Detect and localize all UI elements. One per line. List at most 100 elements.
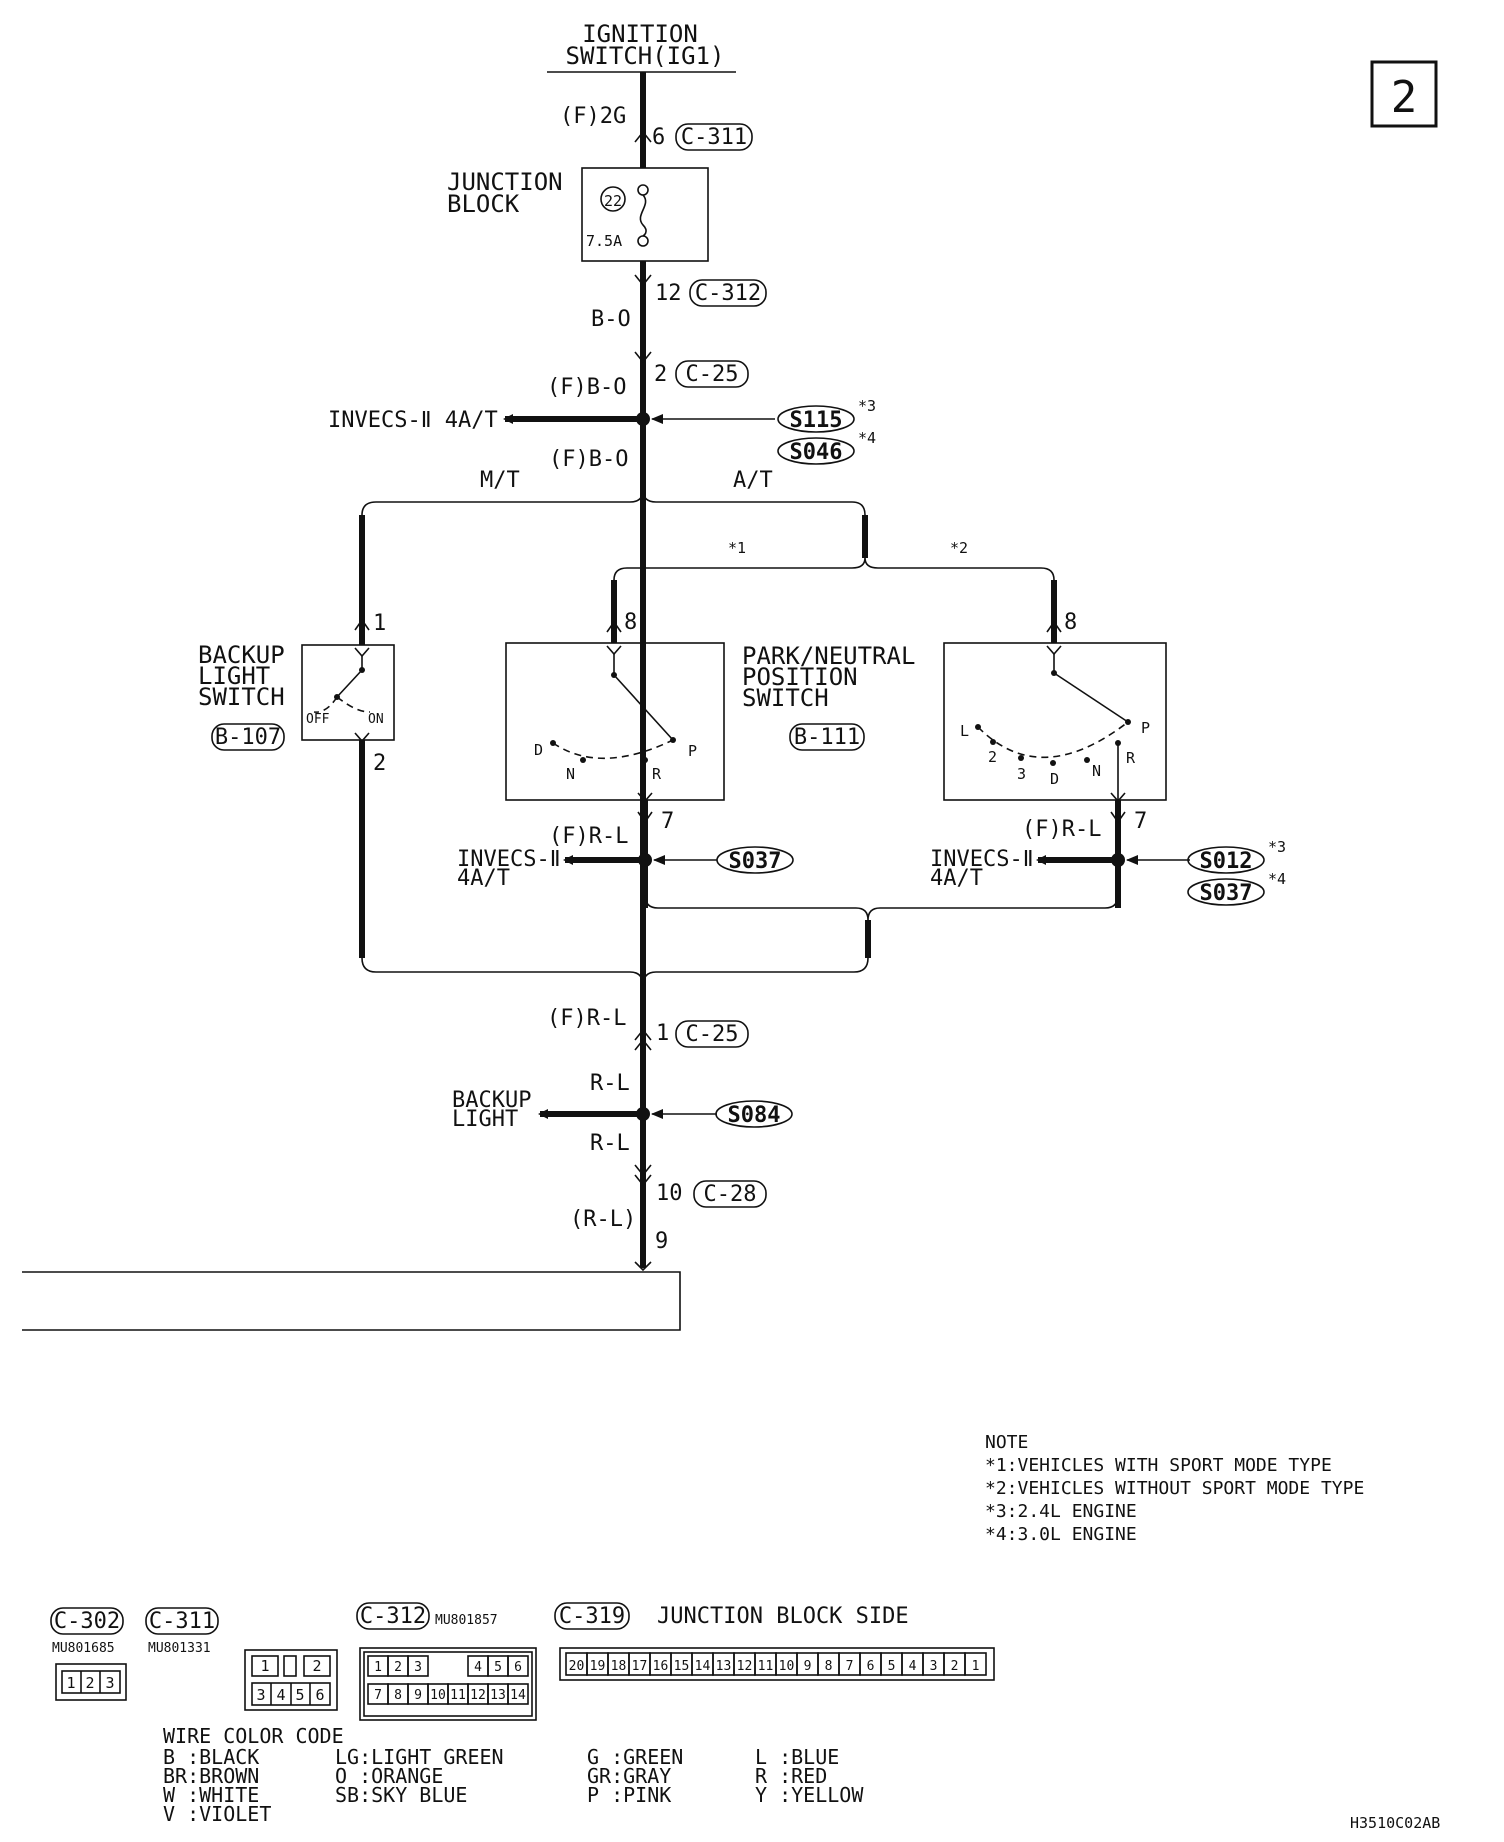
- conn-c312: C-312: [695, 281, 761, 306]
- pin-c28-end: 9: [655, 1229, 668, 1254]
- pos-left-d: D: [534, 741, 543, 759]
- wire-label-bo: B-O: [591, 307, 631, 332]
- c311-pin-5: 5: [295, 1686, 304, 1704]
- pin-pn-left-out: 7: [661, 809, 674, 834]
- splice-s037-left: S037: [729, 849, 782, 874]
- note-1: *1:VEHICLES WITH SPORT MODE TYPE: [985, 1455, 1332, 1476]
- wire-color-entry: B :BLACK: [163, 1745, 259, 1769]
- wire-label-frl-bottom: (F)R-L: [547, 1006, 626, 1031]
- c302-part: MU801685: [52, 1641, 115, 1656]
- pin-pn-left-in: 8: [624, 610, 637, 635]
- c312-top-pin: 4: [474, 1660, 482, 1675]
- c319-pin: 6: [867, 1659, 875, 1674]
- backup-light-label-1: BACKUP: [452, 1088, 531, 1113]
- wire-color-entry: Y :YELLOW: [755, 1783, 864, 1807]
- c319-pin: 2: [951, 1659, 959, 1674]
- c312-bot-cell: [507, 1683, 529, 1705]
- switch-on-label: ON: [368, 712, 384, 727]
- c319-pin: 16: [653, 1659, 669, 1674]
- wire-label-pn-left: (F)R-L: [549, 824, 628, 849]
- conn-b107: B-107: [215, 725, 281, 750]
- pos-right-2: 2: [988, 748, 997, 766]
- wire-color-entry: O :ORANGE: [335, 1764, 443, 1788]
- splice-s084: S084: [728, 1103, 781, 1128]
- splice-s115-note: *3: [858, 397, 876, 415]
- splice-s012-note: *3: [1268, 838, 1286, 856]
- pos-right-d: D: [1050, 770, 1059, 788]
- c319-pin: 18: [611, 1659, 627, 1674]
- pos-right-p: P: [1141, 719, 1150, 737]
- splice-s037-right: S037: [1200, 881, 1253, 906]
- c319-pin: 14: [695, 1659, 711, 1674]
- page-number-box: 2: [1370, 60, 1438, 128]
- pos-right-3: 3: [1017, 765, 1026, 783]
- invecs-left-1: INVECS-Ⅱ: [457, 847, 561, 872]
- pn-switch-label-3: SWITCH: [742, 684, 829, 712]
- c319-pin: 7: [846, 1659, 854, 1674]
- pn-switch-left-box: [505, 642, 725, 801]
- c312-bot-pin: 12: [470, 1688, 486, 1703]
- pos-left-r: R: [652, 765, 662, 783]
- wire-label-rl-above: R-L: [590, 1071, 630, 1096]
- c302-pin-2: 2: [85, 1674, 94, 1692]
- wire-color-entry: L :BLUE: [755, 1745, 839, 1769]
- conn-b111: B-111: [794, 725, 860, 750]
- backup-light-label-2: LIGHT: [452, 1107, 518, 1132]
- c319-pin: 15: [674, 1659, 690, 1674]
- splice-s046: S046: [790, 440, 843, 465]
- c312-bot-pin: 13: [490, 1688, 506, 1703]
- pin-c312: 12: [655, 281, 682, 306]
- conn-c28: C-28: [704, 1182, 757, 1207]
- c311-pin-2: 2: [312, 1657, 321, 1675]
- wire-color-entry: BR:BROWN: [163, 1764, 259, 1788]
- backup-switch-label-3: SWITCH: [198, 683, 285, 711]
- c311-id: C-311: [149, 1609, 215, 1634]
- c312-bot-pin: 10: [430, 1688, 446, 1703]
- pn-switch-right-box: [943, 642, 1167, 801]
- page-number: 2: [1391, 72, 1418, 123]
- c319-pin: 3: [930, 1659, 938, 1674]
- junction-block: JUNCTION BLOCK 22 7.5A: [447, 167, 709, 262]
- splice-s037-right-note: *4: [1268, 870, 1286, 888]
- c312-top-pin: 2: [394, 1660, 402, 1675]
- c312-top-pin: 3: [414, 1660, 422, 1675]
- note-2: *2:VEHICLES WITHOUT SPORT MODE TYPE: [985, 1478, 1364, 1499]
- invecs-top-label: INVECS-Ⅱ 4A/T: [328, 408, 498, 433]
- pos-right-n: N: [1092, 762, 1101, 780]
- notes-title: NOTE: [985, 1432, 1028, 1453]
- invecs-right-1: INVECS-Ⅱ: [930, 847, 1034, 872]
- c312-top-pin: 1: [374, 1660, 382, 1675]
- backup-light-switch: BACKUP LIGHT SWITCH B-107 1 OFF ON 2: [198, 611, 395, 776]
- splice-s046-note: *4: [858, 429, 876, 447]
- conn-c25-bottom: C-25: [686, 1022, 739, 1047]
- c312-bot-pin: 8: [394, 1688, 402, 1703]
- wire-label-2g: (F)2G: [560, 104, 626, 129]
- c311-pin-4: 4: [276, 1686, 285, 1704]
- conn-c311: C-311: [681, 125, 747, 150]
- wire-label-pn-right: (F)R-L: [1022, 817, 1101, 842]
- branch-mt-label: M/T: [480, 468, 520, 493]
- fuse-number: 22: [604, 192, 622, 210]
- notes-block: NOTE *1:VEHICLES WITH SPORT MODE TYPE *2…: [985, 1432, 1364, 1545]
- wire-color-entry: LG:LIGHT GREEN: [335, 1745, 504, 1769]
- c319-pin: 20: [569, 1659, 585, 1674]
- backup-switch-label-2: LIGHT: [198, 662, 270, 690]
- splice-s115: S115: [790, 408, 843, 433]
- invecs-left-2: 4A/T: [457, 866, 510, 891]
- pos-right-r: R: [1126, 749, 1136, 767]
- junction-label-2: BLOCK: [447, 190, 520, 218]
- branch-at-label: A/T: [733, 468, 773, 493]
- wire-color-entry: W :WHITE: [163, 1783, 259, 1807]
- c302-pin-3: 3: [105, 1674, 114, 1692]
- switch-off-label: OFF: [306, 712, 330, 727]
- ignition-label-1: IGNITION: [582, 20, 698, 48]
- pin-c25-top: 2: [654, 362, 667, 387]
- c319-pin: 1: [972, 1659, 980, 1674]
- invecs-right-2: 4A/T: [930, 866, 983, 891]
- c312-id: C-312: [360, 1604, 426, 1629]
- pn-switch-label-2: POSITION: [742, 663, 858, 691]
